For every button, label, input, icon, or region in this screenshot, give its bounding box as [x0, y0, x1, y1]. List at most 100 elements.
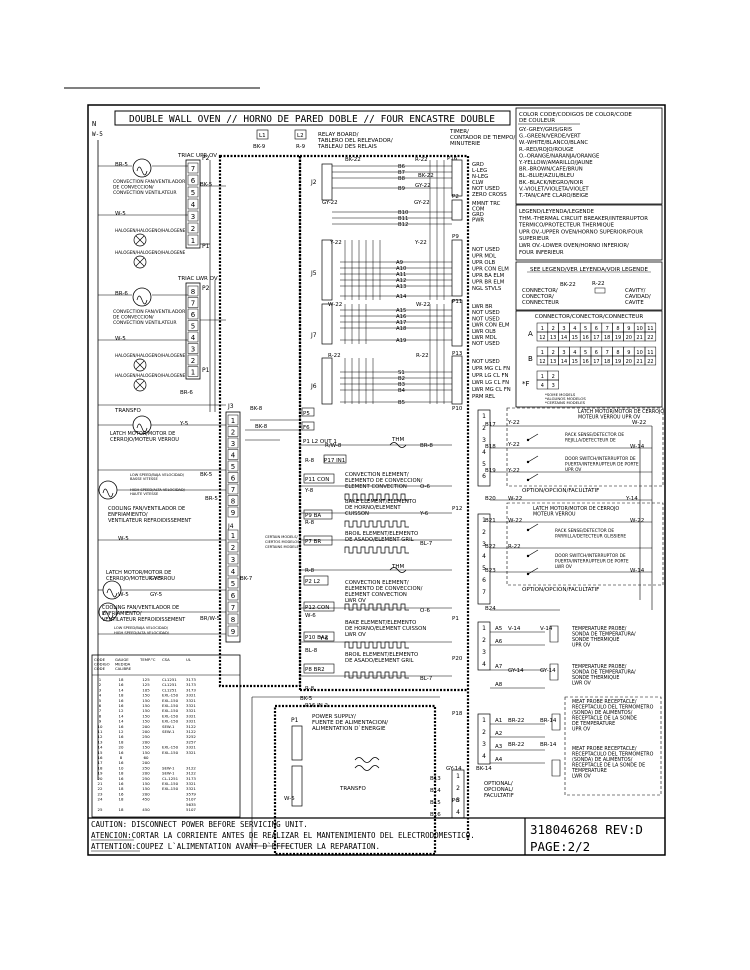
option-lower-box	[506, 502, 664, 586]
gauge-table-cell: 3321	[186, 693, 196, 698]
convection-fan-upper-label: CONVECTION VENTILATEUR	[113, 190, 177, 196]
convection-fan-lower-label: CONVECTION FAN/VENTILADOR	[113, 309, 186, 315]
legend-item: LEGEND/LEYENDA/LEGENDE	[519, 209, 595, 215]
connector-b-top-num: 9	[627, 350, 630, 356]
right-wire-label: GY-14	[508, 668, 524, 674]
gauge-table-cell: 17	[98, 760, 103, 765]
right-connector-p12	[477, 513, 491, 605]
timer-label-1: TIMER/	[449, 129, 469, 135]
door-switch-lower-label: PUERTA/INTERRUPTEUR DE PORTE	[555, 559, 629, 565]
connector-b-bottom-cell	[644, 355, 657, 366]
left-stack-cell	[187, 308, 199, 320]
relay-wire-label: R-22	[415, 157, 428, 163]
left-wire-label: BR-6	[115, 291, 128, 297]
gauge-table-cell: 200	[142, 729, 150, 734]
left-stack-num: 4	[191, 201, 196, 209]
p7-box	[303, 535, 333, 546]
left-stack-cell	[187, 210, 199, 222]
p2-label: P2	[202, 155, 210, 162]
thm-upper-symbol	[389, 442, 407, 448]
switch-symbol	[527, 473, 539, 481]
color-code-item: T.-TAN/CAFE CLARO/BEIGE	[518, 193, 589, 199]
optional-label: FACULTATIF	[484, 793, 514, 799]
color-code-header-1: COLOR CODE/CODIGOS DE COLOR/CODE	[519, 112, 632, 118]
broil-element-lower	[344, 671, 409, 679]
right-wire-label: Y-22	[507, 468, 520, 474]
gauge-table-cell: 18	[119, 677, 124, 682]
relay-wire-label: R-22	[328, 353, 341, 359]
timer-terminal: UPR OLB	[472, 260, 496, 266]
right-connector-num: 2	[482, 637, 486, 644]
meat-probe-lower-label: RECEPTACULO DEL TERMOMETRO	[572, 752, 654, 758]
timer-terminal: UPR MDL	[472, 254, 496, 260]
p8-box	[303, 663, 335, 674]
right-connector-num: 1	[482, 717, 486, 724]
timer-terminal: L-LEG	[472, 168, 487, 174]
timer-terminal: NOT USED	[472, 247, 500, 253]
left-wire-label: W-5	[118, 536, 129, 542]
document-number: 318046268 REV:D	[530, 822, 643, 837]
l1-box	[256, 129, 269, 140]
convection-fan-upper-motor	[132, 158, 152, 178]
connector-b-bottom-num: 20	[626, 359, 632, 365]
meat-probe-upper-label: (SONDA) DE ALIMENTOS/	[572, 710, 633, 716]
center-wire-label: Y-6	[319, 636, 329, 642]
gauge-table-cell: 3321	[186, 719, 196, 724]
legend-connector-1: CONNECTOR/	[522, 288, 558, 294]
see-legend-label: SEE LEGEND/VER LEYENDA/VOIR LEGENDE	[530, 267, 649, 273]
timer-plug-p1: P1	[452, 616, 459, 622]
legend-cavity-3: CAVITE	[625, 300, 644, 306]
gauge-table-cell: 150	[142, 698, 150, 703]
right-wire-label: R-22	[508, 544, 521, 550]
f6-box	[301, 421, 315, 431]
probe-symbol	[551, 759, 561, 777]
temperature-probe-lower-label: SONDE THERMIQUE	[572, 675, 619, 681]
connector-a-top-num: 5	[584, 326, 587, 332]
connector-a-top-num: 4	[573, 326, 576, 332]
broil-element-lower-label: DE ASADO/ELEMENT GRIL	[345, 658, 414, 664]
power-supply-label-2: FUENTE DE ALIMENTACION/	[312, 720, 388, 726]
left-stack-cell	[227, 426, 239, 437]
meat-probe-lower-label: (SONDA) DE ALIMENTOS/	[572, 757, 633, 763]
connector-b-top-num: 11	[647, 350, 653, 356]
left-stack-cell	[227, 506, 239, 518]
left-stack-cell	[187, 297, 199, 308]
caution-spanish: ATENCION:CORTAR LA CORRIENTE ANTES DE RE…	[91, 831, 475, 840]
left-stack-num: 9	[231, 628, 235, 636]
right-connector-num: 3	[456, 797, 460, 804]
gauge-table-cell: 2	[99, 682, 102, 687]
switch-symbol	[527, 433, 539, 441]
relay-terminal-b9: B9	[398, 186, 405, 192]
latch-motor-1-symbol	[136, 423, 148, 433]
latch-motor-2-label: LATCH MOTOR/MOTOR DE	[106, 570, 171, 576]
relay-terminal-a10: A10	[396, 266, 407, 272]
relay-terminal-b7: B7	[398, 170, 405, 176]
bake-element-lower-label: LWR OV	[345, 632, 366, 638]
gauge-table-cell: 19	[98, 771, 103, 776]
left-stack-num: 2	[231, 429, 235, 437]
center-wire-label: O-6	[420, 484, 430, 490]
temperature-probe-upper-label: SONDA DE TEMPERATURA/	[572, 632, 636, 638]
left-stack-cell	[187, 331, 199, 343]
gauge-table-cell: 3173	[186, 776, 196, 781]
gauge-table-cell: EXL-150	[162, 693, 179, 698]
timer-terminal: LWR CON ELM	[472, 323, 510, 329]
gauge-table-cell: 250	[142, 776, 150, 781]
gauge-table-cell: 20	[98, 776, 103, 781]
meat-probe-box	[564, 696, 662, 796]
relay-terminal-b5: B5	[398, 400, 405, 406]
triac-upper-label: TRIAC UPR OV	[177, 153, 217, 159]
bk9-label: BK-9	[253, 144, 266, 150]
connector-a-top-num: 1	[541, 326, 544, 332]
relay-wire-label: BK-22	[345, 157, 361, 163]
right-terminal-a3: A3	[495, 744, 503, 750]
meat-probe-lower-label: LWR OV	[572, 774, 592, 780]
connector-b-top-num: 1	[541, 350, 544, 356]
gauge-table-cell: 3321	[186, 786, 196, 791]
right-wire-label: W-14	[630, 568, 645, 574]
gauge-table-cell: 6	[99, 703, 102, 708]
gauge-table-cell: 3257	[186, 739, 196, 744]
legend-cavity-2: CAVIDAD/	[625, 294, 651, 300]
